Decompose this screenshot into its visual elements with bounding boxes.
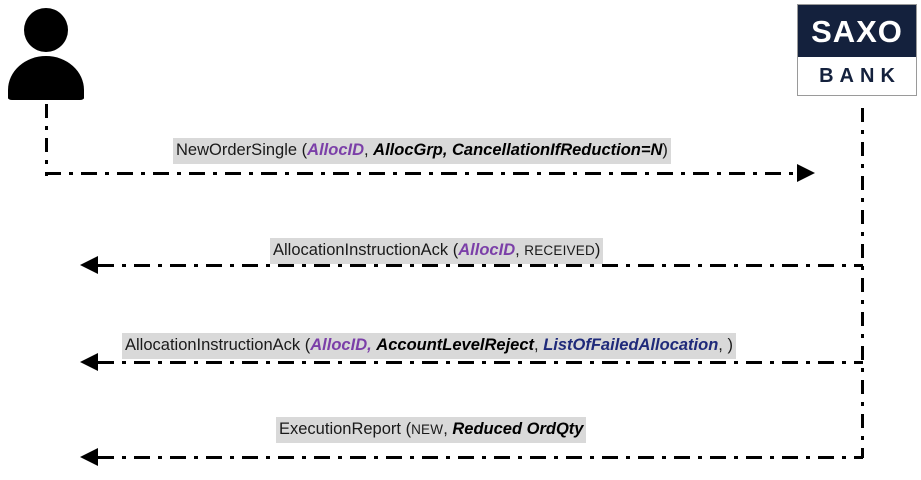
message-open-paren: ( <box>301 141 308 159</box>
user-icon-body <box>8 56 84 100</box>
message-name: AllocationInstructionAck <box>273 241 449 259</box>
message-name: NewOrderSingle <box>176 141 298 159</box>
message-arrow-line-execution-report <box>98 456 863 459</box>
message-name: ExecutionReport <box>279 420 401 438</box>
message-arrow-line-allocation-ack-received <box>98 264 863 267</box>
arrowhead-right-new-order-single <box>797 164 815 182</box>
separator: , <box>534 336 544 354</box>
separator: , <box>515 241 525 259</box>
tag-account-level-reject: AccountLevelReject <box>376 336 535 354</box>
arrowhead-left-execution-report <box>80 448 98 466</box>
saxo-bank-logo: SAXO BANK <box>797 4 917 96</box>
message-label-allocation-ack-received: AllocationInstructionAck (AllocID, RECEI… <box>270 238 604 264</box>
separator: , <box>443 420 453 438</box>
message-close-paren: ) <box>727 336 733 354</box>
message-open-paren: ( <box>452 241 459 259</box>
separator: , <box>364 141 374 159</box>
message-label-execution-report: ExecutionReport (NEW, Reduced OrdQty <box>276 417 587 443</box>
message-open-paren: ( <box>405 420 412 438</box>
separator: , <box>718 336 728 354</box>
tag-reduced-ordqty: Reduced OrdQty <box>452 420 584 438</box>
arrowhead-left-allocation-ack-received <box>80 256 98 274</box>
message-open-paren: ( <box>304 336 311 354</box>
tag-received: RECEIVED <box>524 243 595 258</box>
message-label-new-order-single: NewOrderSingle (AllocID, AllocGrp, Cance… <box>173 138 671 164</box>
lifeline-client <box>45 104 48 176</box>
actor-client <box>6 6 86 106</box>
message-arrow-line-allocation-ack-reject <box>98 361 863 364</box>
message-label-allocation-ack-reject: AllocationInstructionAck (AllocID, Accou… <box>122 333 736 359</box>
message-arrow-line-new-order-single <box>45 172 797 175</box>
message-name: AllocationInstructionAck <box>125 336 301 354</box>
tag-allocid: AllocID <box>458 241 516 259</box>
message-close-paren: ) <box>662 141 668 159</box>
tag-allocgrp-cancellation: AllocGrp, CancellationIfReduction=N <box>373 141 663 159</box>
tag-allocid: AllocID <box>307 141 364 159</box>
user-icon-head <box>24 8 68 52</box>
lifeline-saxo-bank <box>861 108 864 458</box>
tag-list-of-failed-allocation: ListOfFailedAllocation <box>543 336 719 354</box>
message-close-paren: ) <box>594 241 601 259</box>
arrowhead-left-allocation-ack-reject <box>80 353 98 371</box>
saxo-logo-bottom-text: BANK <box>819 65 901 87</box>
saxo-logo-top-text: SAXO <box>811 13 903 49</box>
saxo-logo-wordmark: SAXO <box>798 5 916 57</box>
tag-allocid: AllocID, <box>310 336 372 354</box>
saxo-logo-subtitle: BANK <box>798 57 916 95</box>
tag-new: NEW <box>411 422 444 437</box>
